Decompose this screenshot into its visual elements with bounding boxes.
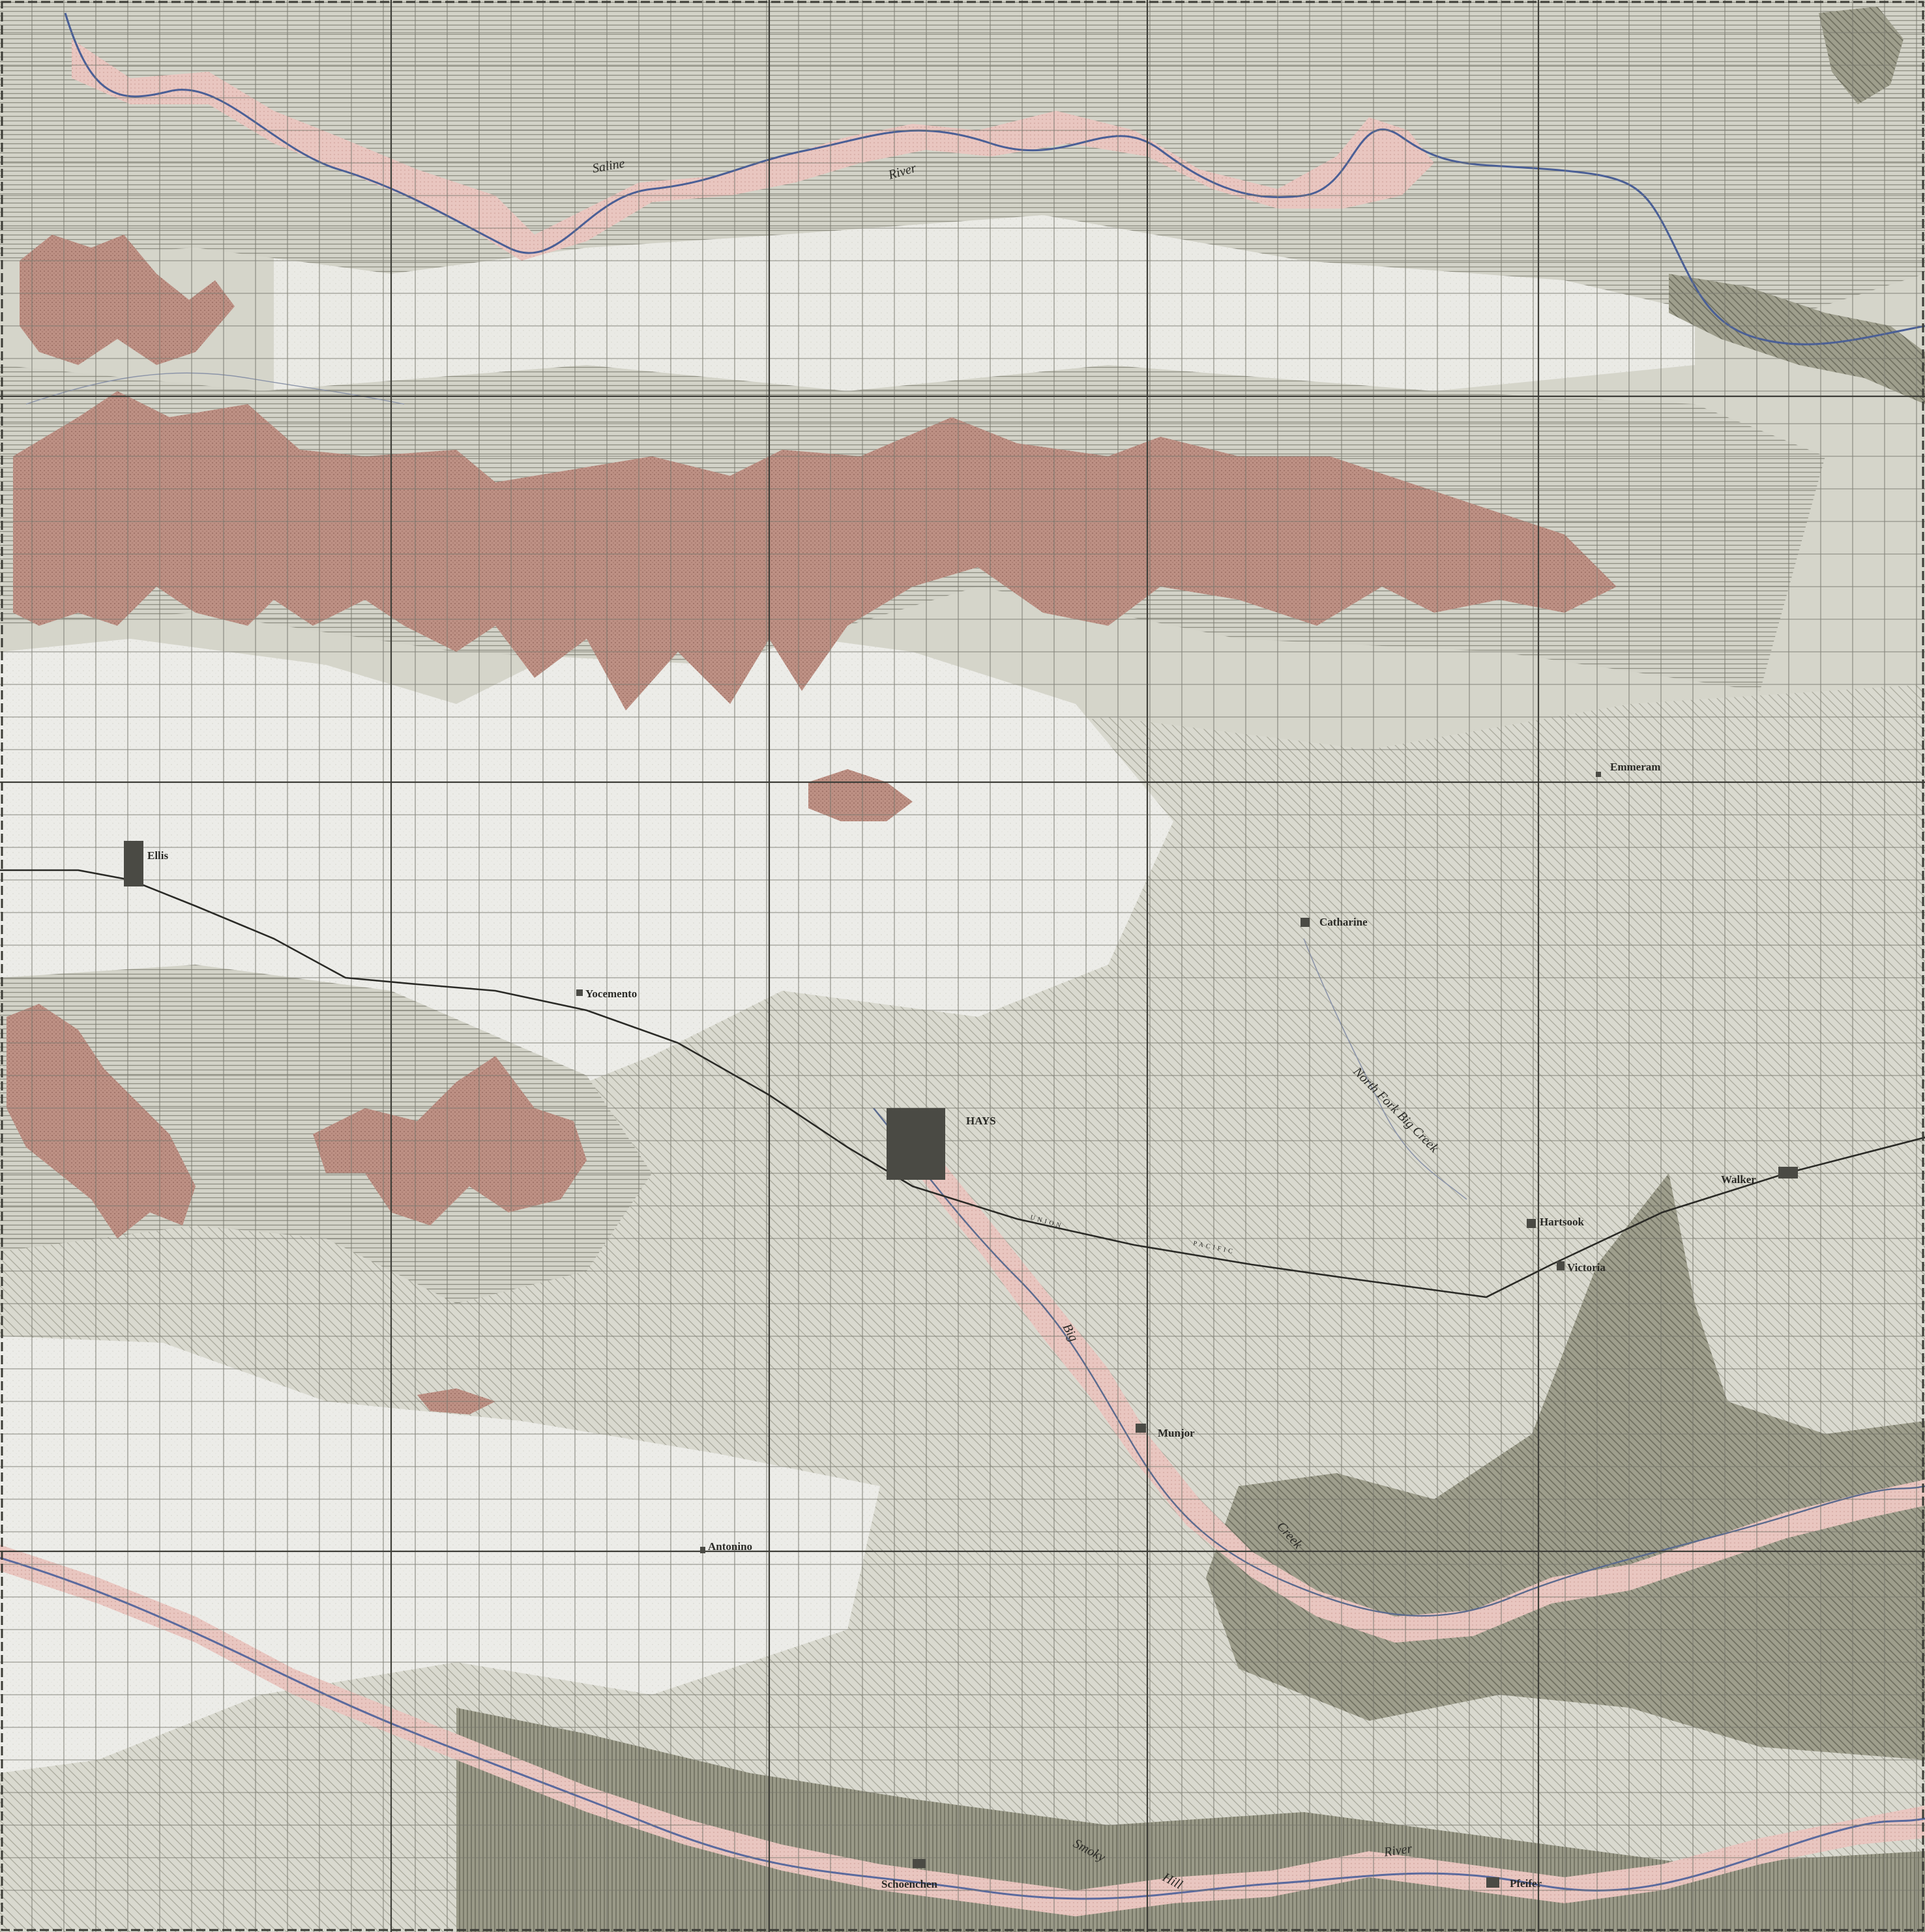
union-pacific-railroad xyxy=(0,869,1925,1298)
formation-dark-olive-north-corner xyxy=(1819,7,1903,104)
town-marker-schoenchen[interactable] xyxy=(913,1859,926,1868)
town-marker-pfeifer[interactable] xyxy=(1486,1877,1499,1888)
town-label-antonino: Antonino xyxy=(708,1540,752,1553)
town-label-victoria: Victoria xyxy=(1567,1261,1606,1274)
formation-dark-olive-northeast xyxy=(1669,274,1925,404)
town-marker-emmeram[interactable] xyxy=(1596,772,1601,777)
town-marker-antonino[interactable] xyxy=(700,1547,705,1553)
stream-west xyxy=(25,372,405,405)
town-marker-munjor[interactable] xyxy=(1136,1424,1146,1433)
town-label-catharine: Catharine xyxy=(1319,916,1368,928)
upland-deposit-ellis-north xyxy=(20,235,235,365)
town-marker-walker[interactable] xyxy=(1778,1167,1798,1178)
saline-river xyxy=(64,12,1925,345)
town-marker-catharine[interactable] xyxy=(1300,918,1310,927)
alluvium-big-creek xyxy=(887,1108,1925,1643)
town-label-hartsook: Hartsook xyxy=(1540,1216,1585,1228)
town-marker-ellis[interactable] xyxy=(124,841,143,886)
town-marker-hartsook[interactable] xyxy=(1527,1219,1536,1228)
town-markers xyxy=(124,772,1798,1888)
upland-deposit-central-ridge xyxy=(13,391,1617,710)
upland-deposit-southwest xyxy=(7,1004,196,1238)
town-label-hays: HAYS xyxy=(966,1115,996,1127)
town-label-ellis: Ellis xyxy=(147,849,169,862)
town-label-pfeifer: Pfeifer xyxy=(1510,1877,1542,1890)
alluvium-smoky-hill-river xyxy=(0,1545,1925,1916)
town-label-emmeram: Emmeram xyxy=(1610,761,1660,773)
town-marker-victoria[interactable] xyxy=(1557,1261,1565,1270)
pale-southwest-zone xyxy=(0,1336,880,1773)
town-label-schoenchen: Schoenchen xyxy=(881,1878,938,1890)
big-creek xyxy=(873,1107,1925,1617)
town-marker-hays[interactable] xyxy=(887,1108,945,1180)
town-label-yocemento: Yocemento xyxy=(585,988,637,1000)
smoky-hill-river xyxy=(0,1557,1925,1900)
town-label-munjor: Munjor xyxy=(1158,1427,1195,1439)
town-marker-yocemento[interactable] xyxy=(576,989,583,996)
town-label-walker: Walker xyxy=(1721,1173,1756,1186)
